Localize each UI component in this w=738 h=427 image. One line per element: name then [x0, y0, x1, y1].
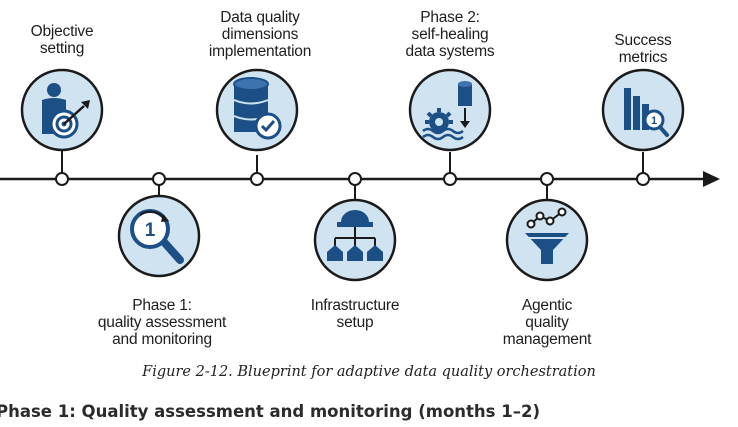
- database-check-icon: [215, 68, 299, 152]
- funnel-nodes-icon: [505, 198, 589, 282]
- timeline-node-infrastructure: [348, 172, 362, 186]
- timeline-arrowhead: [703, 171, 720, 187]
- label-success: Success metrics: [614, 32, 672, 66]
- timeline-node-objective: [55, 172, 69, 186]
- gear-water-database-icon: [408, 68, 492, 152]
- figure-caption: Figure 2-12. Blueprint for adaptive data…: [142, 364, 596, 380]
- label-phase1: Phase 1: quality assessment and monitori…: [97, 297, 227, 348]
- bar-chart-magnifier-icon: 1: [601, 68, 685, 152]
- timeline-node-phase1: [152, 172, 166, 186]
- label-infrastructure: Infrastructure setup: [310, 297, 400, 331]
- label-phase2: Phase 2: self-healing data systems: [405, 9, 495, 60]
- timeline-node-phase2: [443, 172, 457, 186]
- label-dimensions: Data quality dimensions implementation: [208, 9, 312, 60]
- svg-text:1: 1: [651, 115, 657, 127]
- label-objective: Objective setting: [30, 23, 94, 57]
- timeline-node-dimensions: [250, 172, 264, 186]
- svg-text:1: 1: [145, 220, 156, 241]
- label-agentic: Agentic quality management: [502, 297, 592, 348]
- hard-hat-network-icon: [313, 198, 397, 282]
- timeline-node-agentic: [540, 172, 554, 186]
- person-target-icon: [20, 68, 104, 152]
- section-heading: Phase 1: Quality assessment and monitori…: [0, 402, 540, 421]
- timeline-node-success: [636, 172, 650, 186]
- timeline-diagram: 1: [0, 68, 720, 282]
- magnifier-number-one-icon: 1: [117, 194, 201, 278]
